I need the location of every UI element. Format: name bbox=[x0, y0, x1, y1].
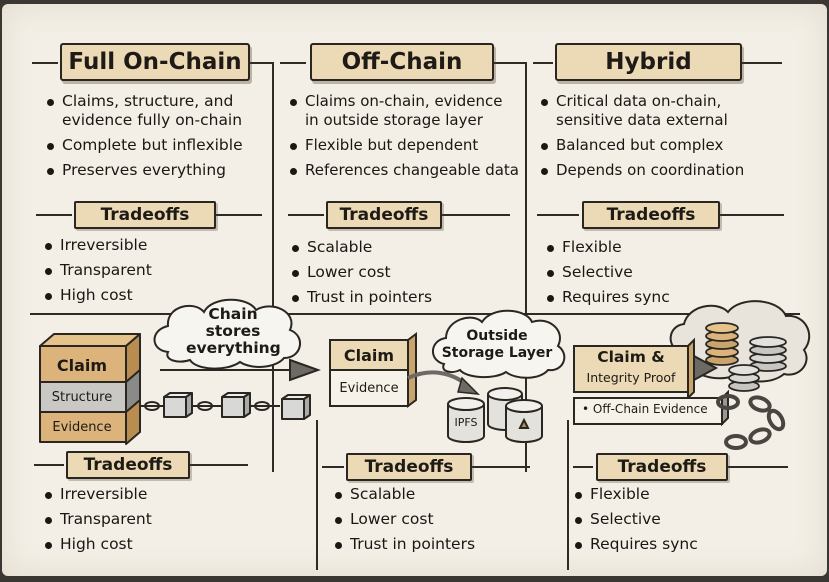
bottom-divider-left bbox=[316, 420, 318, 570]
tag-tick bbox=[537, 214, 579, 216]
title-tick bbox=[494, 62, 525, 64]
onchain-block-stack bbox=[39, 333, 141, 445]
onchain-chain-links bbox=[140, 401, 280, 411]
section-divider bbox=[30, 313, 800, 315]
tradeoff-item: Trust in pointers bbox=[291, 288, 511, 307]
column-title-full-onchain: Full On-Chain bbox=[60, 43, 250, 81]
hybrid-card-stack bbox=[573, 337, 729, 427]
hybrid-bullets: Critical data on-chain, sensitive data e… bbox=[540, 92, 775, 186]
tradeoff-item: Scalable bbox=[291, 238, 511, 257]
offchain-claim-card bbox=[329, 332, 417, 408]
offchain-claim-label: Claim bbox=[343, 345, 395, 365]
tradeoff-item: High cost bbox=[44, 535, 274, 554]
bottom-offchain-tradeoffs: Scalable Lower cost Trust in pointers bbox=[334, 485, 554, 560]
tag-tick bbox=[190, 464, 248, 466]
bottom-tradeoffs-label-full-onchain: Tradeoffs bbox=[66, 451, 190, 479]
tradeoffs-label-full-onchain: Tradeoffs bbox=[74, 201, 216, 229]
hybrid-claim-label: Claim & bbox=[597, 348, 665, 366]
onchain-cloud bbox=[153, 298, 301, 370]
ipfs-database-icon bbox=[447, 397, 485, 443]
tag-tick bbox=[442, 214, 510, 216]
title-tick bbox=[250, 62, 272, 64]
column-divider-left bbox=[272, 62, 274, 472]
onchain-block-structure: Structure bbox=[51, 389, 113, 405]
tag-tick bbox=[288, 214, 324, 216]
column-divider-right bbox=[525, 62, 527, 472]
column-title-offchain: Off-Chain bbox=[310, 43, 494, 81]
offchain-bullets: Claims on-chain, evidence in outside sto… bbox=[289, 92, 519, 186]
lock-database-icon bbox=[505, 399, 543, 443]
bottom-divider-right bbox=[567, 420, 569, 570]
column-title-hybrid: Hybrid bbox=[555, 43, 742, 81]
tradeoff-item: Lower cost bbox=[334, 510, 554, 529]
tradeoff-item: Flexible bbox=[546, 238, 766, 257]
title-tick bbox=[533, 62, 553, 64]
tradeoff-item: Requires sync bbox=[546, 288, 766, 307]
bullet-item: Complete but inflexible bbox=[46, 136, 268, 155]
tradeoffs-label-offchain: Tradeoffs bbox=[326, 201, 442, 229]
tag-tick bbox=[573, 466, 593, 468]
ipfs-label: IPFS bbox=[454, 416, 478, 429]
full-onchain-bullets: Claims, structure, and evidence fully on… bbox=[46, 92, 268, 186]
onchain-arrow bbox=[160, 358, 321, 382]
tradeoffs-label-hybrid: Tradeoffs bbox=[582, 201, 720, 229]
bullet-item: Flexible but dependent bbox=[289, 136, 519, 155]
coin-stack-icon bbox=[705, 322, 739, 366]
bullet-item: Claims, structure, and evidence fully on… bbox=[46, 92, 268, 130]
tradeoff-item: Lower cost bbox=[291, 263, 511, 282]
title-tick bbox=[32, 62, 58, 64]
tag-tick bbox=[728, 466, 788, 468]
tag-tick bbox=[472, 466, 530, 468]
tag-tick bbox=[216, 214, 262, 216]
bullet-item: References changeable data bbox=[289, 161, 519, 180]
onchain-cube bbox=[221, 392, 251, 418]
full-onchain-tradeoffs: Irreversible Transparent High cost bbox=[44, 236, 264, 311]
tradeoff-item: Flexible bbox=[574, 485, 794, 504]
hybrid-offchain-evidence-label: • Off-Chain Evidence bbox=[582, 402, 708, 416]
tradeoff-item: Trust in pointers bbox=[334, 535, 554, 554]
hybrid-tradeoffs: Flexible Selective Requires sync bbox=[546, 238, 766, 313]
tradeoff-item: Selective bbox=[574, 510, 794, 529]
bullet-item: Claims on-chain, evidence in outside sto… bbox=[289, 92, 519, 130]
title-tick bbox=[280, 62, 306, 64]
hybrid-proof-label: Integrity Proof bbox=[586, 370, 676, 385]
bullet-item: Preserves everything bbox=[46, 161, 268, 180]
offchain-cloud-label: Outside Storage Layer bbox=[441, 328, 553, 361]
tag-tick bbox=[34, 464, 64, 466]
onchain-block-evidence: Evidence bbox=[52, 419, 112, 435]
tradeoff-item: High cost bbox=[44, 286, 264, 305]
tradeoff-item: Transparent bbox=[44, 510, 274, 529]
tradeoff-item: Irreversible bbox=[44, 236, 264, 255]
bottom-hybrid-tradeoffs: Flexible Selective Requires sync bbox=[574, 485, 794, 560]
bullet-item: Critical data on-chain, sensitive data e… bbox=[540, 92, 775, 130]
tag-tick bbox=[720, 214, 784, 216]
bottom-tradeoffs-label-offchain: Tradeoffs bbox=[346, 453, 472, 481]
tradeoff-item: Selective bbox=[546, 263, 766, 282]
offchain-evidence-label: Evidence bbox=[339, 380, 399, 396]
onchain-block-claim: Claim bbox=[56, 355, 108, 375]
bullet-item: Depends on coordination bbox=[540, 161, 775, 180]
bottom-full-onchain-tradeoffs: Irreversible Transparent High cost bbox=[44, 485, 274, 560]
tradeoff-item: Irreversible bbox=[44, 485, 274, 504]
bullet-item: Balanced but complex bbox=[540, 136, 775, 155]
title-tick bbox=[742, 62, 782, 64]
onchain-cloud-label: Chain stores everything bbox=[186, 305, 281, 357]
tradeoff-item: Scalable bbox=[334, 485, 554, 504]
tradeoff-item: Transparent bbox=[44, 261, 264, 280]
tag-tick bbox=[36, 214, 72, 216]
onchain-cube bbox=[163, 392, 193, 418]
offchain-tradeoffs: Scalable Lower cost Trust in pointers bbox=[291, 238, 511, 313]
coin-stack-icon bbox=[749, 336, 787, 372]
hybrid-chain-links bbox=[716, 394, 786, 450]
tradeoff-item: Requires sync bbox=[574, 535, 794, 554]
offchain-cloud bbox=[432, 309, 566, 379]
onchain-cube bbox=[281, 394, 311, 420]
coin-stack-icon bbox=[728, 364, 760, 392]
tag-tick bbox=[322, 466, 344, 468]
bottom-tradeoffs-label-hybrid: Tradeoffs bbox=[596, 453, 728, 481]
